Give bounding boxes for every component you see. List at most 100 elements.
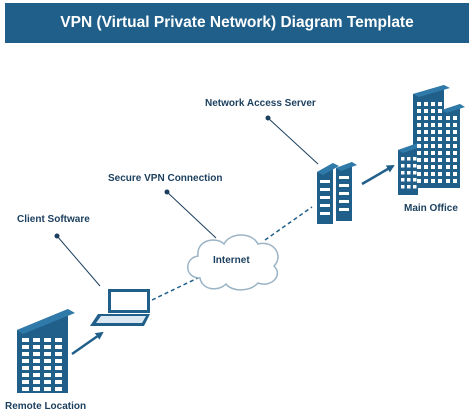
title-bar: VPN (Virtual Private Network) Diagram Te… [5,3,469,43]
window [22,338,29,342]
window [438,109,442,113]
window [22,380,29,384]
window [22,366,29,370]
window [446,151,450,155]
window [453,144,457,148]
window [44,352,51,356]
window [453,116,457,120]
window [22,352,29,356]
window [446,158,450,162]
laptop-icon [90,289,150,326]
window [438,102,442,106]
window [417,123,421,127]
remote-location-label: Remote Location [5,401,86,412]
window [453,123,457,127]
window [417,130,421,134]
window [424,116,428,120]
window [446,179,450,183]
window [33,380,40,384]
window [424,179,428,183]
window [22,345,29,349]
window [417,165,421,169]
window [401,157,405,161]
window [424,137,428,141]
window [446,116,450,120]
window [438,179,442,183]
window [431,123,435,127]
window [431,158,435,162]
window [446,123,450,127]
window [33,352,40,356]
laptop-to-internet-dashed-link [151,274,205,301]
window [401,164,405,168]
window [413,164,417,168]
window [413,185,417,189]
window [446,137,450,141]
window [33,338,40,342]
window [431,172,435,176]
window [431,116,435,120]
window [431,130,435,134]
window [453,165,457,169]
window [407,171,411,175]
window [438,116,442,120]
internet-to-server-dashed-link [264,206,313,241]
window [424,123,428,127]
window [431,137,435,141]
window [44,338,51,342]
window [446,172,450,176]
window [446,165,450,169]
window [55,366,62,370]
window [453,137,457,141]
window [417,102,421,106]
window [55,373,62,377]
window [401,178,405,182]
window [55,338,62,342]
window [438,144,442,148]
main-office-buildings-icon [398,85,465,195]
window [55,345,62,349]
internet-label: Internet [213,255,250,266]
window [33,387,40,391]
window [453,179,457,183]
window [424,102,428,106]
window [417,116,421,120]
window [424,130,428,134]
window [417,109,421,113]
window [453,172,457,176]
window [438,130,442,134]
window [446,130,450,134]
window [438,172,442,176]
window [44,359,51,363]
window [44,366,51,370]
window [413,178,417,182]
window [33,359,40,363]
window [401,171,405,175]
window [22,373,29,377]
window [417,179,421,183]
secure-vpn-label: Secure VPN Connection [108,173,222,184]
window [431,102,435,106]
window [424,165,428,169]
window [55,359,62,363]
remote-location-building-icon [17,309,75,393]
server-to-office-arrow [361,164,395,186]
window [446,144,450,148]
window [431,179,435,183]
window [33,366,40,370]
window [22,387,29,391]
window [453,130,457,134]
window [438,123,442,127]
secure-vpn-callout-line [166,191,217,239]
client-software-label: Client Software [17,214,90,225]
window [438,151,442,155]
window [417,158,421,162]
window [417,151,421,155]
window [417,172,421,176]
remote-to-laptop-arrow [71,331,104,356]
window [424,158,428,162]
window [44,345,51,349]
network-access-server-label: Network Access Server [205,98,316,109]
window [55,352,62,356]
window [22,359,29,363]
